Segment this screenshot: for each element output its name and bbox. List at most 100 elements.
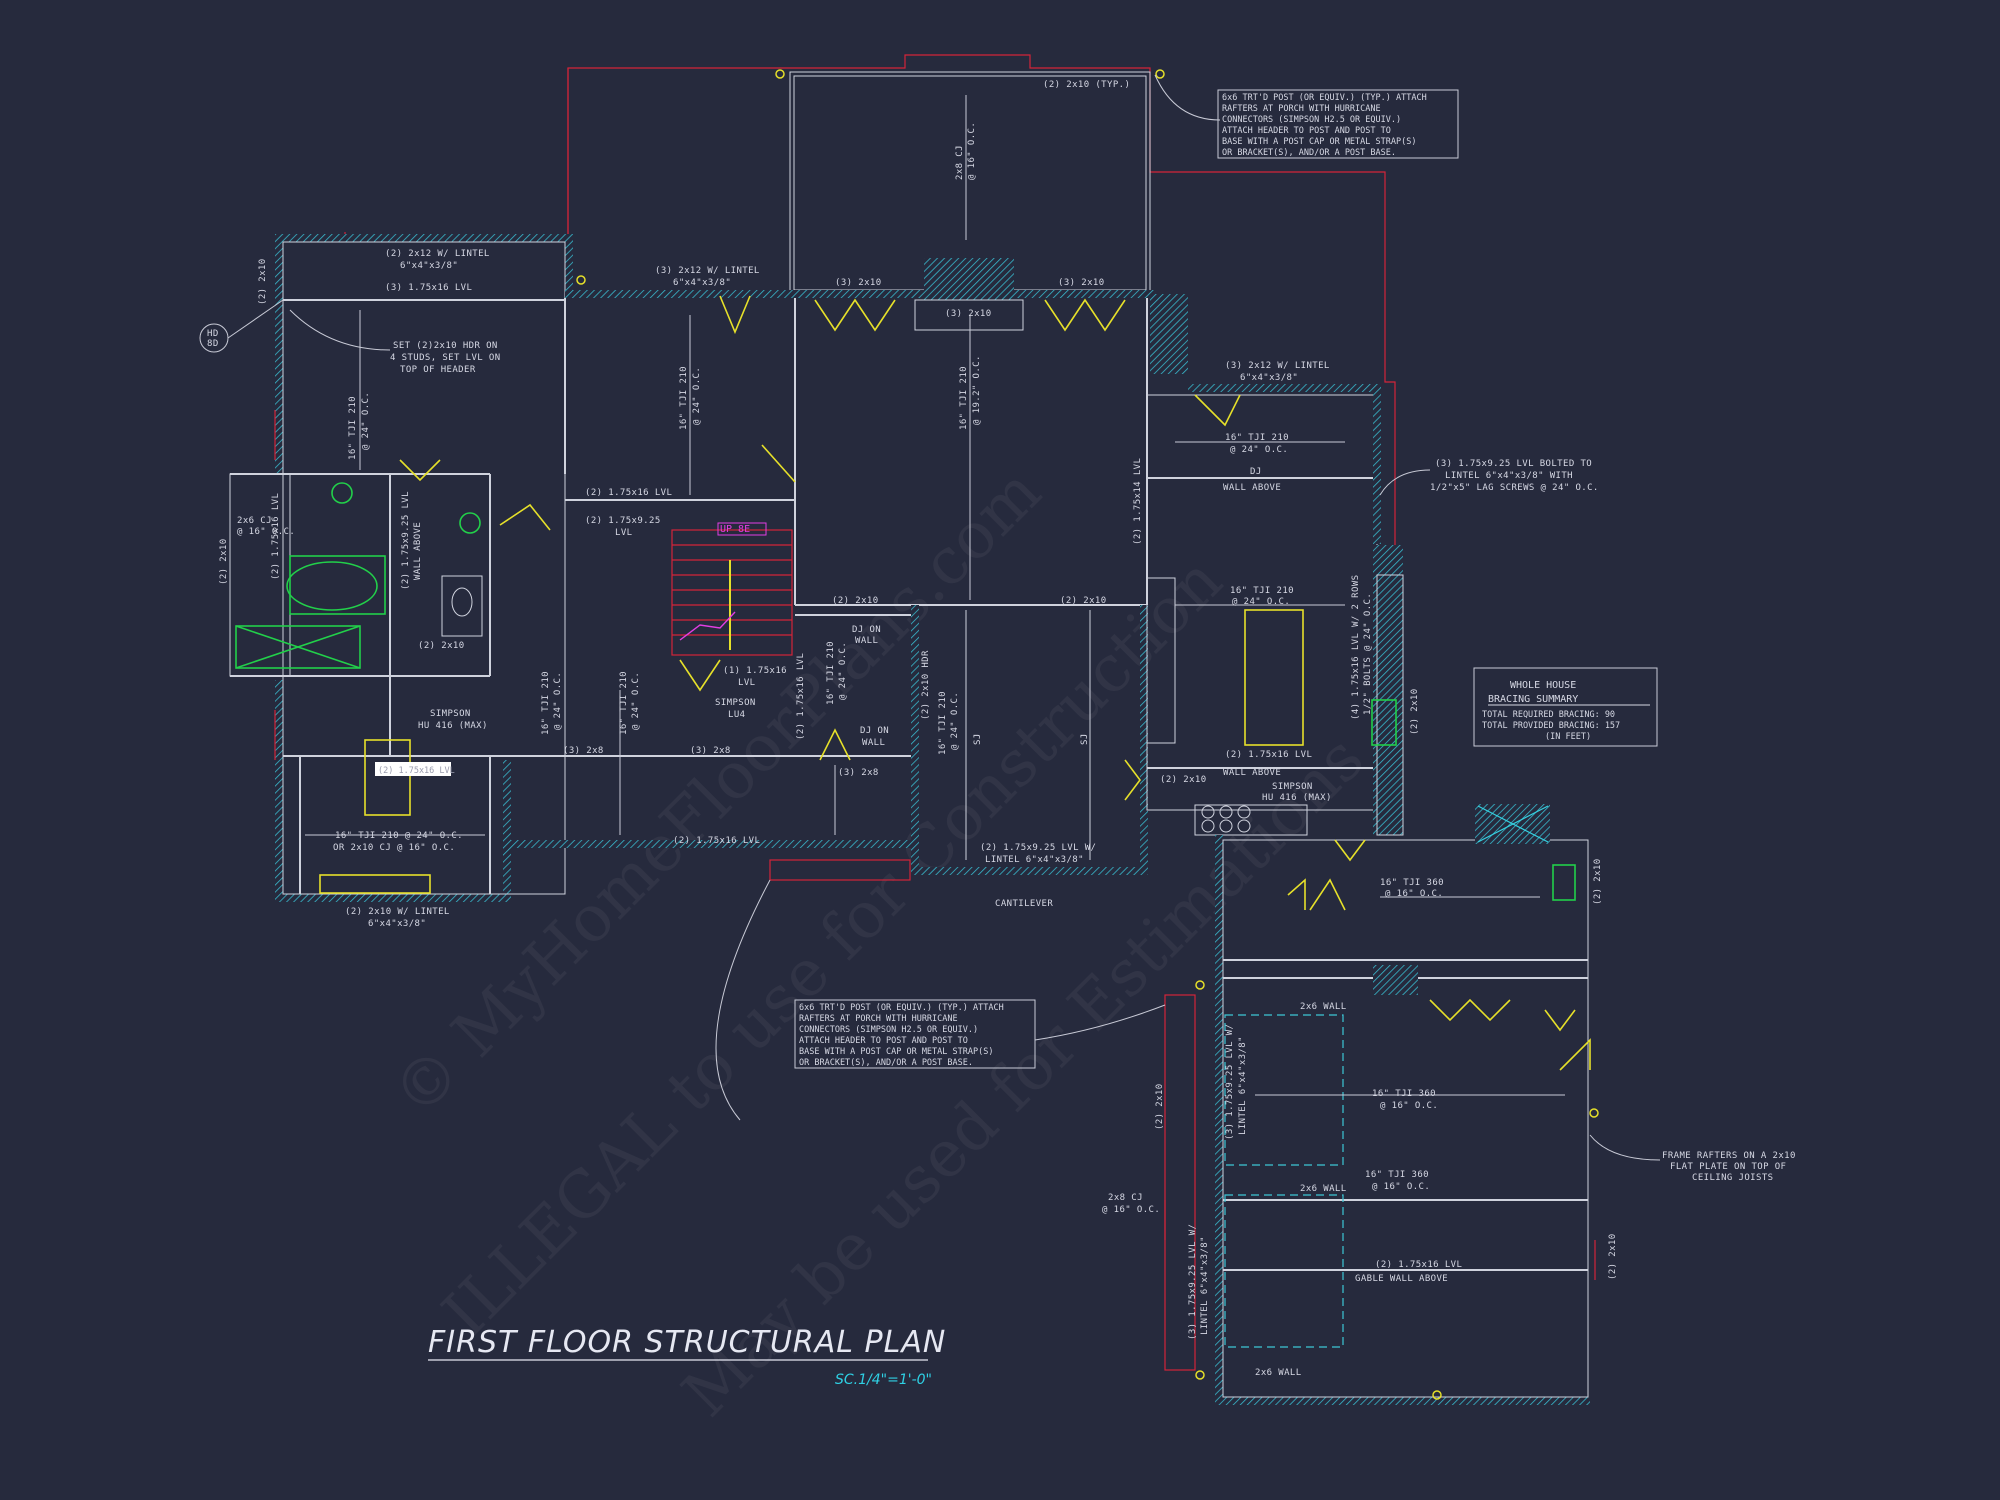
label-2-175x16-r: (2) 1.75x16 LVL: [1225, 750, 1312, 760]
label-16tji-mid: 16" TJI 210: [679, 366, 689, 430]
label-2-175x16-lvl-g: (2) 1.75x16 LVL: [1375, 1260, 1462, 1270]
porch-note-bottom-line-3: CONNECTORS (SIMPSON H2.5 OR EQUIV.): [799, 1025, 978, 1035]
porch-note-top-line-2: RAFTERS AT PORCH WITH HURRICANE: [1222, 104, 1381, 114]
label-lintel-dims-c: 6"x4"x3/8": [1240, 373, 1298, 383]
label-3-lintel: LINTEL 6"x4"x3/8": [1238, 1036, 1248, 1135]
label-3-2x8-c: (3) 2x8: [838, 768, 879, 778]
stair: UP 8E: [671, 522, 793, 656]
label-dj-on-wall-b: DJ ON: [860, 726, 889, 736]
garage-block: [1164, 804, 1599, 1405]
label-lvl: LVL: [615, 528, 632, 538]
bracing-heading-2: BRACING SUMMARY: [1488, 694, 1578, 705]
label-hu416-b: HU 416 (MAX): [1262, 793, 1332, 803]
label-2x8-cj: 2x8 CJ: [1108, 1193, 1143, 1203]
bracing-heading-1: WHOLE HOUSE: [1510, 680, 1576, 691]
label-16tji-f2: OR 2x10 CJ @ 16" O.C.: [333, 843, 455, 853]
label-dj-on-wall: DJ ON: [852, 625, 881, 635]
porch-note-top: 6x6 TRT'D POST (OR EQUIV.) (TYP.) ATTACH…: [1217, 89, 1459, 159]
label-simpson: SIMPSON: [715, 698, 756, 708]
label-2-175x9-lvl: (2) 1.75x9.25: [585, 516, 661, 526]
label-2-2x10-h: (2) 2x10: [1593, 858, 1603, 905]
label-hu416: HU 416 (MAX): [418, 721, 488, 731]
label-2x8-cj-oc: @ 16" O.C.: [1102, 1205, 1160, 1215]
bracing-line-2: TOTAL PROVIDED BRACING: 157: [1482, 721, 1620, 731]
label-3-2x12-lintel: (3) 2x12 W/ LINTEL: [655, 266, 760, 276]
left-wing-walls: [229, 234, 915, 902]
label-1-175x16: (1) 1.75x16: [723, 666, 787, 676]
lvl-bolted-line-2: LINTEL 6"x4"x3/8" WITH: [1445, 471, 1573, 481]
label-16tji-r2-oc: @ 24" O.C.: [1232, 597, 1290, 607]
label-16tji-r1: 16" TJI 210: [1225, 433, 1289, 443]
label-16tji-big-oc: @ 19.2" O.C.: [972, 355, 982, 425]
porch-cj-label: 2x8 CJ: [955, 145, 965, 180]
label-16tji-r1-oc: @ 24" O.C.: [1230, 445, 1288, 455]
frame-rafters-line-3: CEILING JOISTS: [1692, 1173, 1773, 1183]
label-wall-above-a: WALL ABOVE: [1223, 483, 1281, 493]
label-16tji-mid-oc: @ 24" O.C.: [692, 367, 702, 425]
drawing-scale: SC.1/4"=1'-0": [835, 1372, 932, 1388]
bracing-summary-box: WHOLE HOUSE BRACING SUMMARY TOTAL REQUIR…: [1473, 667, 1658, 747]
drawing-title-block: FIRST FLOOR STRUCTURAL PLAN SC.1/4"=1'-0…: [428, 1325, 946, 1388]
bracing-line-3: (IN FEET): [1545, 732, 1591, 742]
label-2-175x16-lvl-mid: (2) 1.75x16 LVL: [585, 488, 672, 498]
label-lvl-b: LVL: [738, 678, 755, 688]
label-4-175x16-b: 1/2" BOLTS @ 24" O.C.: [1363, 593, 1373, 715]
leaders: [199, 74, 1661, 1161]
label-2x6-cj-oc: @ 16" O.C.: [237, 527, 295, 537]
label-16tji-360-b: 16" TJI 360: [1372, 1089, 1436, 1099]
label-4-175x16: (4) 1.75x16 LVL W/ 2 ROWS: [1351, 575, 1361, 720]
label-2x6-cj: 2x6 CJ: [237, 516, 272, 526]
label-2-2x10-hdr: (2) 2x10 HDR: [921, 650, 931, 720]
porch-note-bottom: 6x6 TRT'D POST (OR EQUIV.) (TYP.) ATTACH…: [794, 999, 1036, 1069]
label-16tji-f: 16" TJI 210 @ 24" O.C.: [335, 831, 463, 841]
label-16tji-r2: 16" TJI 210: [1230, 586, 1294, 596]
label-16tji-360-c: 16" TJI 360: [1365, 1170, 1429, 1180]
label-lu4: LU4: [728, 710, 745, 720]
stair-up-label: UP 8E: [720, 524, 750, 535]
label-2-175x14-lvl: (2) 1.75x14 LVL: [1133, 458, 1143, 545]
set-hdr-line-1: SET (2)2x10 HDR ON: [393, 341, 498, 351]
label-wall-b: WALL: [862, 738, 885, 748]
porch-note-bottom-line-4: ATTACH HEADER TO POST AND POST TO: [799, 1036, 968, 1046]
porch-red-outlines: [344, 54, 1396, 1371]
frame-rafters-line-2: FLAT PLATE ON TOP OF: [1670, 1162, 1786, 1172]
label-16tji-f-vert: 16" TJI 210: [938, 691, 948, 755]
label-16tji-f-vert-oc: @ 24" O.C.: [950, 692, 960, 750]
label-16tji-left: 16" TJI 210: [348, 396, 358, 460]
label-2-2x10-g: (2) 2x10: [1410, 688, 1420, 735]
label-2-2x10-j: (2) 2x10: [1155, 1083, 1165, 1130]
porch-note-bottom-line-6: OR BRACKET(S), AND/OR A POST BASE.: [799, 1058, 973, 1068]
label-hd: HD: [207, 329, 219, 339]
label-sj-2: SJ: [1080, 733, 1090, 745]
label-2-2x10-e: (2) 2x10: [1060, 596, 1107, 606]
set-hdr-line-2: 4 STUDS, SET LVL ON: [390, 353, 501, 363]
label-3-175x925-lvl-w2: (3) 1.75x9.25 LVL W/: [1188, 1224, 1198, 1340]
porch-note-top-line-4: ATTACH HEADER TO POST AND POST TO: [1222, 126, 1391, 136]
label-16tji-c: 16" TJI 210: [541, 671, 551, 735]
label-2-2x10-b: (2) 2x10: [219, 538, 229, 585]
label-lintel-dims-e: LINTEL 6"x4"x3/8": [985, 855, 1084, 865]
label-lintel-dims-a: 6"x4"x3/8": [400, 261, 458, 271]
porch-note-bottom-line-5: BASE WITH A POST CAP OR METAL STRAP(S): [799, 1047, 993, 1057]
label-3-175x16-top: (3) 1.75x16 LVL: [385, 283, 472, 293]
label-3-2x10-c: (3) 2x10: [1058, 278, 1105, 288]
label-16tji-c-oc: @ 24" O.C.: [553, 672, 563, 730]
drawing-title: FIRST FLOOR STRUCTURAL PLAN: [428, 1325, 946, 1360]
watermark: © MyHomeFloorPlans.com ILLEGAL to use fo…: [379, 455, 1378, 1431]
porch-cj-oc-label: @ 16" O.C.: [967, 122, 977, 180]
label-2-2x10-i: (2) 2x10: [1608, 1233, 1618, 1280]
label-16tji-360-c-oc: @ 16" O.C.: [1372, 1182, 1430, 1192]
label-2x12-lintel-a: (2) 2x12 W/ LINTEL: [385, 249, 490, 259]
label-dj: DJ: [1250, 467, 1262, 477]
label-3-2x8-b: (3) 2x8: [690, 746, 731, 756]
porch-2x10-typ-label: (2) 2x10 (TYP.): [1043, 80, 1130, 90]
porch-note-top-line-1: 6x6 TRT'D POST (OR EQUIV.) (TYP.) ATTACH: [1222, 93, 1427, 103]
label-175x16-lvl-tag: (2) 1.75x16 LVL: [378, 766, 455, 776]
label-2-175x9-wall: (2) 1.75x9.25 LVL: [401, 491, 411, 590]
label-2x6-wall: 2x6 WALL: [1300, 1002, 1347, 1012]
label-2-2x10-c: (2) 2x10: [418, 641, 465, 651]
frame-rafters-line-1: FRAME RAFTERS ON A 2x10: [1662, 1151, 1796, 1161]
label-3-2x10-a: (3) 2x10: [835, 278, 882, 288]
porch-note-bottom-line-1: 6x6 TRT'D POST (OR EQUIV.) (TYP.) ATTACH: [799, 1003, 1004, 1013]
